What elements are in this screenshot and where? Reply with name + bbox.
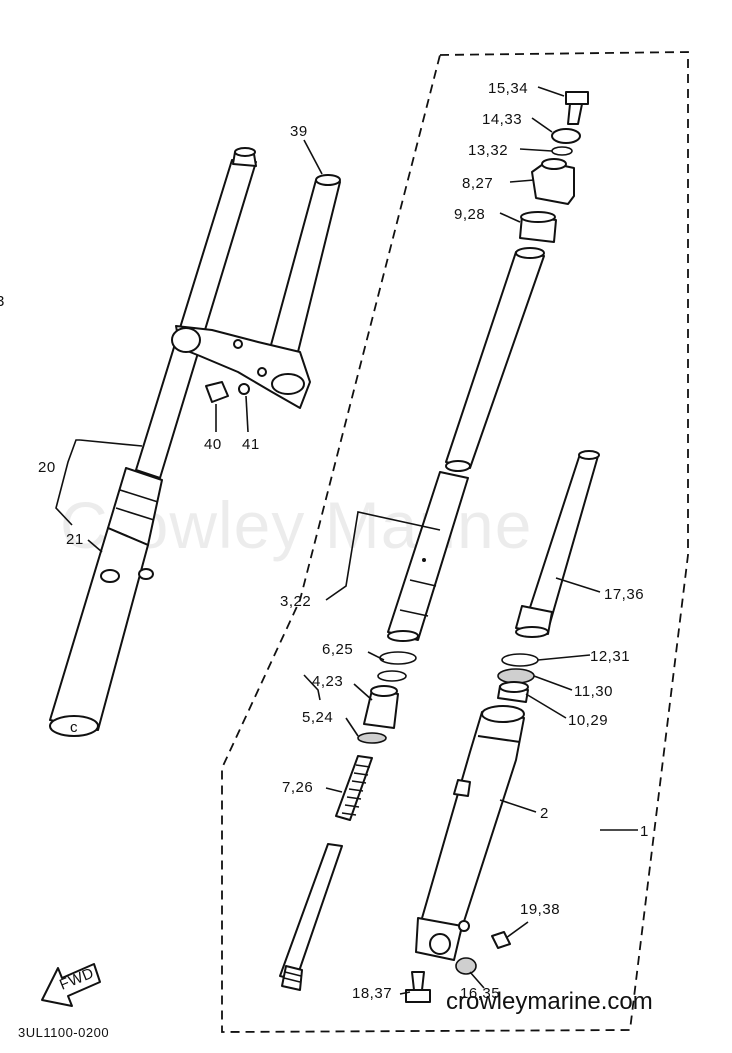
damper-rod-thread — [281, 965, 303, 991]
callout-40: 40 — [204, 436, 222, 453]
fork-inner-tube — [135, 159, 257, 479]
bracket-clamp-boss — [171, 327, 201, 353]
copper-washer — [455, 957, 477, 975]
inner-tube-top — [515, 247, 545, 259]
callout-14-33: 14,33 — [482, 111, 522, 128]
exploded-view-boundary — [221, 51, 689, 1033]
bolt-hole — [458, 920, 470, 932]
washer — [238, 383, 250, 395]
fwd-arrow: FWD — [41, 963, 101, 1007]
tube-cover — [531, 161, 575, 205]
callout-6-25: 6,25 — [322, 641, 353, 658]
callout-2: 2 — [540, 805, 549, 822]
lower-washer — [357, 732, 387, 744]
callout-9-28: 9,28 — [454, 206, 485, 223]
callout-1: 1 — [640, 823, 649, 840]
oil-seal-washer — [377, 670, 407, 682]
steering-stem-top — [315, 174, 341, 186]
leader-lines — [55, 86, 638, 995]
callout-20: 20 — [38, 459, 56, 476]
damper-rod-tube — [387, 471, 469, 641]
edge-mark: 3 — [0, 293, 5, 310]
callout-labels: 15,34 14,33 13,32 8,27 9,28 39 40 41 20 … — [38, 80, 649, 1002]
callout-12-31: 12,31 — [590, 648, 630, 665]
right-tube-bottom — [515, 626, 549, 638]
callout-3-22: 3,22 — [280, 593, 311, 610]
circlip — [379, 651, 417, 665]
right-inner-tube-top — [578, 450, 600, 460]
tube-bottom — [387, 630, 419, 642]
oil-seal — [497, 668, 535, 684]
axle-lug — [138, 568, 154, 580]
drawing-code: 3UL1100-0200 — [18, 1025, 109, 1040]
exploded-inner-tube — [445, 251, 545, 469]
top-washer — [551, 128, 581, 144]
assembled-fork-leg: c — [49, 147, 257, 737]
axle-hole — [429, 933, 451, 955]
axle-lug — [100, 569, 120, 583]
right-outer-tube — [417, 711, 525, 941]
callout-15-34: 15,34 — [488, 80, 528, 97]
bracket-hole — [233, 339, 243, 349]
callout-5-24: 5,24 — [302, 709, 333, 726]
steering-stem — [267, 179, 341, 361]
damper-rod — [279, 843, 343, 981]
tube-hole — [422, 558, 426, 562]
callout-16-35: 16,35 — [460, 985, 500, 1002]
callout-17-36: 17,36 — [604, 586, 644, 603]
outer-tube-band — [477, 735, 521, 743]
inner-tube-joint — [445, 460, 471, 472]
seal-ring-line — [115, 507, 155, 521]
bushing-top — [370, 685, 398, 697]
under-bracket — [171, 174, 341, 409]
bracket-hole — [257, 367, 267, 377]
fork-bottom — [49, 715, 99, 737]
fork-spring — [335, 755, 373, 821]
callout-4-23: 4,23 — [312, 673, 343, 690]
fork-outer-tube — [49, 527, 149, 731]
callout-10-29: 10,29 — [568, 712, 608, 729]
tube-cover-top — [541, 158, 567, 170]
pinch-bolt — [205, 381, 229, 403]
cap-bolt — [565, 91, 589, 125]
tube-band — [399, 609, 429, 617]
callout-39: 39 — [290, 123, 308, 140]
fwd-arrow-icon — [41, 963, 101, 1007]
spacer-top — [499, 681, 529, 693]
damper-bolt — [405, 971, 431, 1003]
callout-41: 41 — [242, 436, 260, 453]
outer-tube-top — [481, 705, 525, 723]
callout-18-37: 18,37 — [352, 985, 392, 1002]
drain-bolt — [491, 931, 511, 949]
site-url: crowleymarine.com — [446, 988, 653, 1015]
seal-ring-line — [119, 489, 159, 503]
callout-21: 21 — [66, 531, 84, 548]
right-inner-tube — [523, 453, 599, 631]
right-circlip — [501, 653, 539, 667]
callout-13-32: 13,32 — [468, 142, 508, 159]
outer-tube-bolt-boss — [453, 779, 471, 797]
callout-11-30: 11,30 — [574, 683, 613, 700]
bracket-stem-boss — [271, 373, 305, 395]
fork-cap-top — [234, 147, 256, 157]
callout-8-27: 8,27 — [462, 175, 493, 192]
callout-7-26: 7,26 — [282, 779, 313, 796]
tube-band — [409, 579, 437, 587]
tube-guide-top — [520, 211, 556, 223]
fork-bottom-mark: c — [70, 719, 78, 736]
callout-19-38: 19,38 — [520, 901, 560, 918]
top-o-ring — [551, 146, 573, 156]
